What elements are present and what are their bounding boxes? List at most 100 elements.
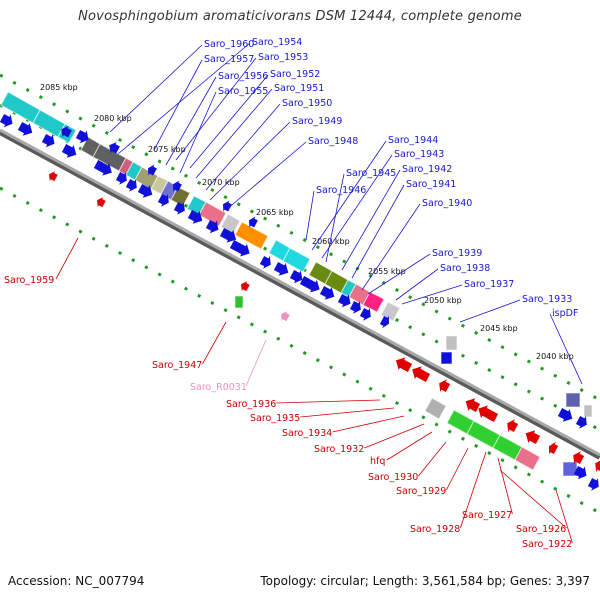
label-leader-line — [117, 42, 251, 155]
reverse-gene-arrow — [412, 366, 431, 382]
scale-label: 2055 kbp — [368, 267, 406, 276]
gene-label: Saro_1947 — [152, 360, 202, 371]
gene-label: Saro_1922 — [522, 539, 572, 550]
gene-label: Saro_1953 — [258, 52, 308, 63]
feature-box — [198, 201, 227, 227]
feature-box — [445, 335, 458, 351]
forward-gene-arrow — [575, 416, 587, 429]
label-leader-line — [305, 190, 315, 241]
gene-label: Saro_1933 — [522, 294, 572, 305]
forward-gene-arrows — [0, 114, 599, 491]
gene-label: Saro_1950 — [282, 98, 332, 109]
label-leader-line — [165, 76, 217, 166]
label-leader-line — [367, 253, 431, 295]
bottom-label-leaders — [55, 237, 573, 544]
gene-label: Saro_1935 — [250, 413, 300, 424]
forward-gene-arrow — [229, 240, 250, 257]
label-leader-line — [361, 203, 421, 291]
forward-gene-arrow — [379, 315, 389, 329]
gene-label: ispDF — [552, 308, 578, 319]
label-leader-line — [325, 173, 345, 263]
gene-label: Saro_1954 — [252, 37, 302, 48]
scale-label: 2045 kbp — [480, 324, 518, 333]
label-leader-line — [401, 284, 463, 305]
gene-label: Saro_1951 — [274, 83, 324, 94]
label-leader-line — [459, 299, 521, 323]
scale-label: 2080 kbp — [94, 114, 132, 123]
gene-label: Saro_1944 — [388, 135, 438, 146]
reverse-gene-arrow — [439, 379, 451, 392]
label-leader-line — [395, 268, 439, 301]
feature-box — [583, 404, 593, 418]
gene-label: Saro_1928 — [410, 524, 460, 535]
label-leader-line — [311, 140, 387, 251]
forward-gene-arrow — [41, 134, 55, 148]
gene-label: Saro_1940 — [422, 198, 472, 209]
gene-label: Saro_1959 — [4, 275, 54, 286]
forward-gene-arrow — [173, 180, 182, 192]
forward-gene-arrow — [0, 114, 13, 128]
feature-boxes-upper — [0, 91, 401, 322]
label-leader-line — [202, 321, 227, 365]
feature-box — [282, 247, 311, 273]
forward-gene-arrow — [115, 172, 127, 185]
label-leader-line — [321, 154, 393, 259]
label-leader-line — [351, 184, 405, 279]
reverse-gene-arrow — [97, 197, 106, 208]
gene-label: Saro_1960 — [204, 39, 254, 50]
forward-gene-arrow — [125, 179, 137, 192]
forward-gene-arrow — [587, 478, 599, 491]
gene-label: Saro_1936 — [226, 399, 276, 410]
gene-label: Saro_1930 — [368, 472, 418, 483]
reverse-gene-arrow — [595, 460, 600, 472]
forward-gene-arrow — [109, 142, 120, 154]
label-leader-line — [195, 88, 273, 179]
reverse-gene-arrow — [241, 281, 250, 292]
topology-summary-text: Topology: circular; Length: 3,561,584 bp… — [260, 574, 590, 588]
reverse-gene-arrows — [49, 171, 600, 472]
label-leader-line — [300, 407, 395, 418]
gene-label: Saro_1955 — [218, 86, 268, 97]
gene-label: Saro_1929 — [396, 486, 446, 497]
label-leader-line — [55, 237, 79, 280]
forward-gene-arrow — [93, 160, 112, 176]
backbone-line — [0, 128, 600, 457]
forward-gene-arrow — [205, 220, 219, 234]
gene-label: Saro_1957 — [204, 54, 254, 65]
forward-gene-arrow — [173, 202, 185, 215]
reverse-gene-arrow — [478, 405, 499, 422]
gene-label: Saro_1937 — [464, 279, 514, 290]
forward-gene-arrow — [273, 262, 289, 276]
feature-box — [362, 291, 385, 313]
label-leader-line — [497, 457, 513, 515]
reverse-gene-arrow — [573, 451, 585, 464]
label-leader-line — [418, 441, 447, 477]
gene-label: hfq — [370, 456, 385, 467]
gene-label: Saro_1943 — [394, 149, 444, 160]
accession-text: Accession: NC_007794 — [8, 574, 145, 588]
gene-label: Saro_1945 — [346, 168, 396, 179]
label-leader-line — [555, 489, 573, 544]
bottom-gene-labels: Saro_1959Saro_1947Saro_R0031Saro_1936Sar… — [4, 275, 572, 550]
forward-gene-arrow — [289, 270, 303, 284]
forward-gene-arrow — [259, 256, 271, 269]
label-leader-line — [364, 423, 425, 449]
top-label-leaders — [109, 42, 583, 385]
forward-gene-arrow — [337, 294, 351, 308]
feature-boxes-lower — [234, 295, 593, 477]
forward-gene-arrow — [557, 408, 573, 422]
scale-label: 2060 kbp — [312, 237, 350, 246]
label-leader-line — [175, 57, 257, 161]
feature-box — [234, 221, 269, 250]
inner-tick-line — [0, 186, 600, 515]
scale-label: 2075 kbp — [148, 145, 186, 154]
gene-label: Saro_1949 — [292, 116, 342, 127]
gene-label: Saro_1948 — [308, 136, 358, 147]
forward-gene-arrow — [148, 164, 157, 176]
scale-label: 2085 kbp — [40, 83, 78, 92]
label-leader-line — [209, 121, 291, 201]
gene-label: Saro_1942 — [402, 164, 452, 175]
